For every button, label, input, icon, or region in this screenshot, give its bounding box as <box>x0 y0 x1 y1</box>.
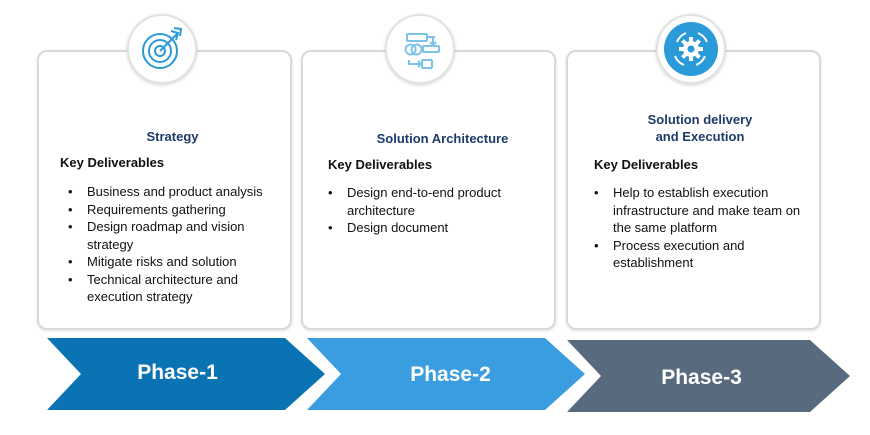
list-item: Design document <box>328 219 538 237</box>
phase-3-label: Phase-3 <box>661 366 742 389</box>
phase-1-title: Strategy <box>146 129 199 144</box>
list-item: Design roadmap and vision strategy <box>68 218 278 253</box>
phase-1-label: Phase-1 <box>137 361 218 384</box>
phase-3-key-deliverables-heading: Key Deliverables <box>594 157 699 172</box>
phase-1-icon-circle <box>127 14 197 84</box>
list-item: Help to establish execution infrastructu… <box>594 184 804 237</box>
phase-2-key-deliverables-heading: Key Deliverables <box>328 157 433 172</box>
phase-3-arrow <box>567 340 850 412</box>
phase-1-deliverables-list: Business and product analysis Requiremen… <box>68 183 278 306</box>
list-item: Business and product analysis <box>68 183 278 201</box>
phase-1-key-deliverables-heading: Key Deliverables <box>60 155 165 170</box>
target-icon <box>142 27 183 69</box>
phase-2-deliverables-list: Design end-to-end product architecture D… <box>328 184 538 237</box>
list-item: Technical architecture and execution str… <box>68 271 278 306</box>
phase-2-icon-circle <box>385 14 455 84</box>
architecture-icon <box>404 33 440 69</box>
phase-3-icon-circle <box>656 14 726 84</box>
list-item: Requirements gathering <box>68 201 278 219</box>
phase-2-arrow <box>307 338 585 410</box>
phase-2-title: Solution Architecture <box>376 131 509 146</box>
list-item: Process execution and establishment <box>594 237 804 272</box>
gear-cycle-icon <box>664 22 718 76</box>
list-item: Design end-to-end product architecture <box>328 184 538 219</box>
phase-3-title: Solution delivery and Execution <box>647 112 753 144</box>
phase-3-deliverables-list: Help to establish execution infrastructu… <box>594 184 804 272</box>
phase-1-arrow <box>47 338 325 410</box>
phase-2-label: Phase-2 <box>410 363 491 386</box>
list-item: Mitigate risks and solution <box>68 253 278 271</box>
